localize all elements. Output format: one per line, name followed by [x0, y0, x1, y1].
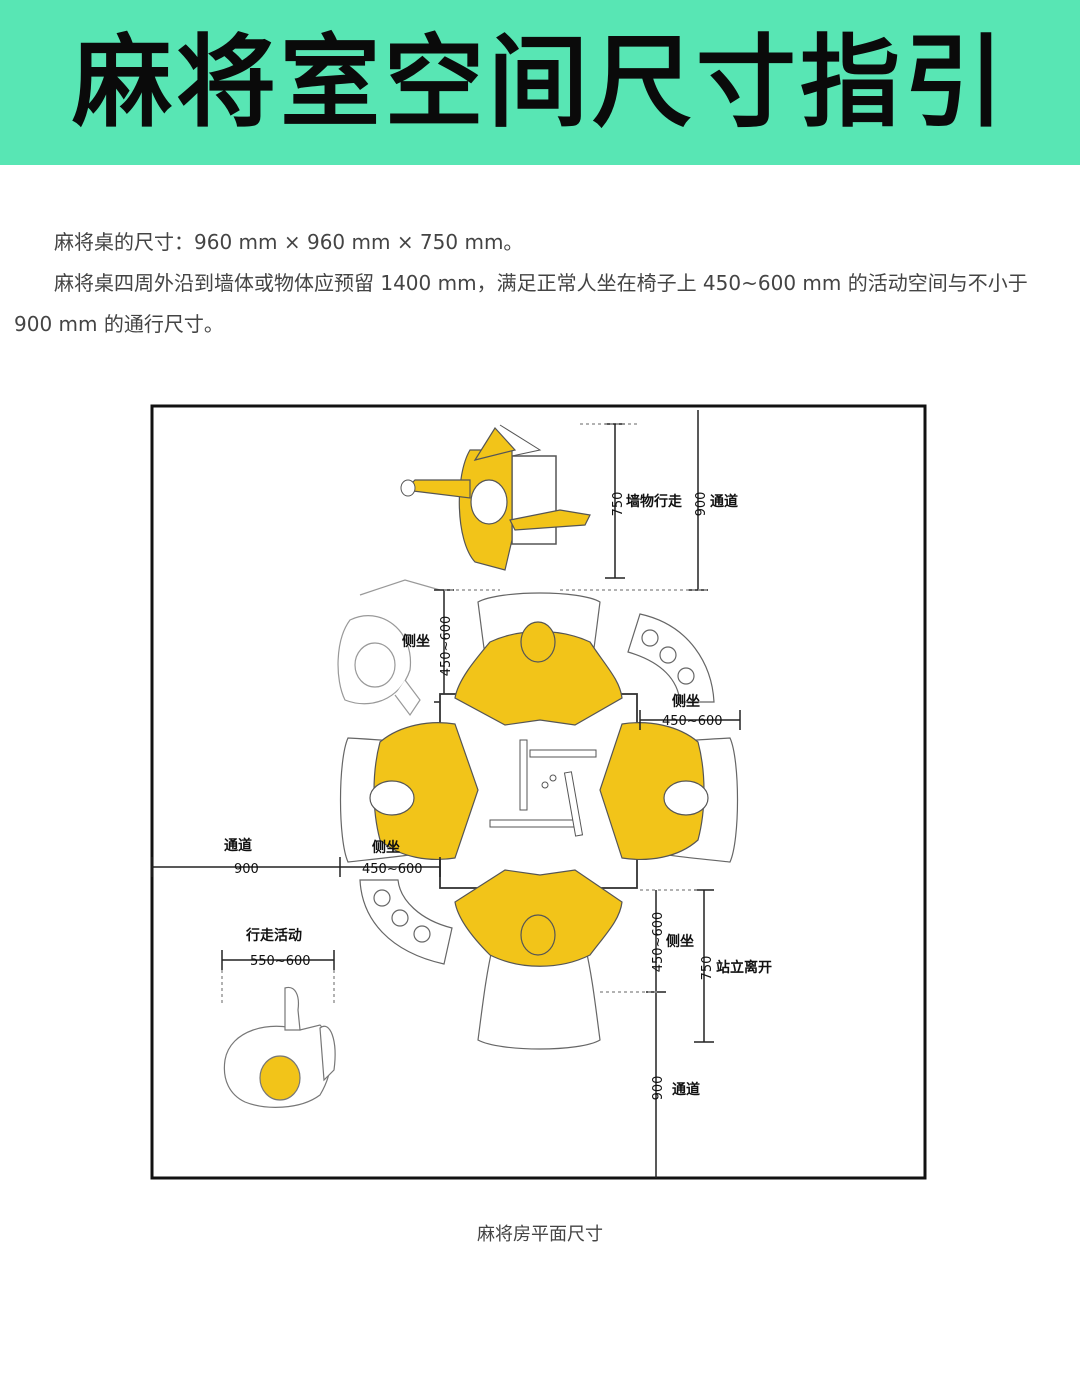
floor-plan-diagram: 750 墙物行走 900 通道 450~600 侧坐 [150, 404, 927, 1180]
left-passage-dimension [151, 857, 441, 877]
label-right-450-600: 450~600 [662, 714, 723, 729]
label-450-600-left: 450~600 [362, 862, 423, 877]
label-550-600: 550~600 [250, 954, 311, 969]
stool-top-right [627, 613, 715, 703]
page-title: 麻将室空间尺寸指引 [72, 23, 1008, 141]
top-dimensions [560, 410, 710, 591]
label-bottom-passage: 通道 [672, 1081, 700, 1098]
label-left-450-600: 450~600 [439, 616, 454, 677]
label-bottom-side-sit: 侧坐 [666, 933, 694, 950]
label-top-passage: 通道 [710, 493, 738, 510]
label-bottom-750: 750 [700, 956, 715, 981]
label-right-side-sit: 侧坐 [672, 693, 700, 710]
intro-line-table-size: 麻将桌的尺寸：960 mm × 960 mm × 750 mm。 [54, 230, 524, 254]
label-bottom-900: 900 [651, 1076, 666, 1101]
label-top-wall-walk: 墙物行走 [626, 493, 683, 510]
intro-text: 麻将桌的尺寸：960 mm × 960 mm × 750 mm。 麻将桌四周外沿… [14, 222, 1069, 345]
room-outline [150, 404, 927, 1180]
label-bottom-450-600: 450~600 [651, 912, 666, 973]
bottom-player [454, 869, 623, 967]
label-top-750: 750 [611, 492, 626, 517]
bottom-chair [477, 944, 601, 1050]
label-side-sit-left: 侧坐 [372, 839, 400, 856]
bottom-dimensions [600, 889, 714, 1178]
right-chair-dimension [639, 710, 741, 730]
label-stand-leave: 站立离开 [716, 959, 772, 976]
figure-caption: 麻将房平面尺寸 [477, 1224, 603, 1245]
label-walk-activity: 行走活动 [245, 927, 302, 944]
top-player [454, 621, 623, 726]
right-player [599, 722, 709, 860]
ghost-person-top-left [337, 579, 441, 717]
desk [511, 455, 557, 545]
mahjong-tiles [489, 739, 597, 837]
walk-dimension [221, 950, 335, 1005]
label-top-900: 900 [694, 492, 709, 517]
label-900-left: 900 [234, 862, 259, 877]
top-desk-person-group [400, 424, 591, 571]
stool-bottom-left [359, 879, 453, 965]
walking-person [223, 986, 336, 1108]
label-left-side-sit: 侧坐 [402, 633, 430, 650]
title-banner: 麻将室空间尺寸指引 [0, 0, 1080, 165]
left-player [369, 722, 479, 860]
label-passage-left: 通道 [224, 837, 252, 854]
intro-line-clearance: 麻将桌四周外沿到墙体或物体应预留 1400 mm，满足正常人坐在椅子上 450~… [14, 271, 1028, 336]
